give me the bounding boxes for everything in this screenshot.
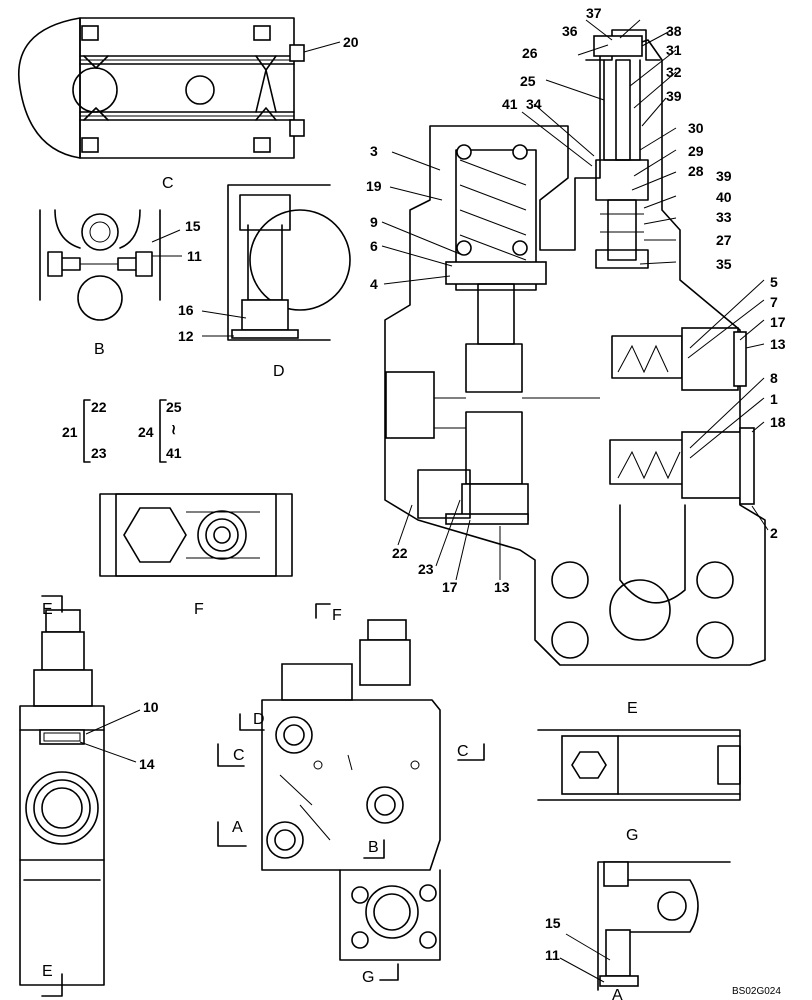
- section-e-leaders: [381, 19, 769, 581]
- callout-22-section: 22: [392, 545, 408, 561]
- callout-22: 22: [91, 399, 107, 415]
- callout-17: 17: [770, 314, 786, 330]
- callout-40: 40: [716, 189, 732, 205]
- view-label-a: A: [612, 987, 623, 1000]
- callout-29: 29: [688, 143, 704, 159]
- view-label-f: F: [194, 601, 204, 618]
- callout-11-view-a: 11: [545, 947, 560, 963]
- range-separator: ≀: [171, 421, 176, 437]
- callout-1: 1: [770, 391, 778, 407]
- callout-15: 15: [185, 218, 201, 234]
- view-label-e: E: [627, 700, 638, 717]
- cut-label-g: G: [362, 969, 374, 986]
- callout-11: 11: [187, 248, 202, 264]
- callout-17-section: 17: [442, 579, 458, 595]
- cut-label-f: F: [332, 607, 342, 624]
- callout-8: 8: [770, 370, 778, 386]
- cut-label-d: D: [253, 711, 265, 728]
- callout-14: 14: [139, 756, 155, 772]
- cut-label-b: B: [368, 839, 379, 856]
- callout-6: 6: [370, 238, 378, 254]
- view-a-drawing: [559, 861, 731, 991]
- callout-41-section: 41: [502, 96, 518, 112]
- callout-13-section: 13: [494, 579, 510, 595]
- drawing-code: BS02G024: [732, 986, 781, 997]
- callout-7: 7: [770, 294, 778, 310]
- callout-28: 28: [688, 163, 704, 179]
- callout-5: 5: [770, 274, 778, 290]
- callout-21: 21: [62, 424, 78, 440]
- cut-label-c-right: C: [457, 743, 469, 760]
- view-letters: C B D F E G A E E F D C C A B G: [42, 175, 638, 1000]
- callout-35: 35: [716, 256, 732, 272]
- callout-12: 12: [178, 328, 194, 344]
- main-body-drawing: [261, 619, 441, 961]
- callout-13: 13: [770, 336, 786, 352]
- callout-20: 20: [343, 34, 359, 50]
- callout-39-lower: 39: [716, 168, 732, 184]
- view-f-drawing: [99, 493, 293, 577]
- callout-16: 16: [178, 302, 194, 318]
- callout-25: 25: [166, 399, 182, 415]
- cut-label-e-bottom: E: [42, 963, 53, 980]
- callout-32: 32: [666, 64, 682, 80]
- callout-33: 33: [716, 209, 732, 225]
- cut-label-a: A: [232, 819, 243, 836]
- view-label-c: C: [162, 175, 174, 192]
- view-label-b: B: [94, 341, 105, 358]
- callout-34: 34: [526, 96, 542, 112]
- callout-26: 26: [522, 45, 538, 61]
- callout-25-section: 25: [520, 73, 536, 89]
- view-b-drawing: [39, 209, 182, 321]
- view-label-g: G: [626, 827, 638, 844]
- view-label-d: D: [273, 363, 285, 380]
- callout-41: 41: [166, 445, 182, 461]
- callout-10: 10: [143, 699, 159, 715]
- callout-31: 31: [666, 42, 682, 58]
- group-brackets: [83, 399, 167, 463]
- callout-30: 30: [688, 120, 704, 136]
- callout-37: 37: [586, 5, 602, 21]
- callout-4: 4: [370, 276, 378, 292]
- cut-plane-markers: [41, 595, 485, 997]
- callout-labels: 20 15 11 16 12 22 21 23 25 ≀ 24 41 10 14…: [62, 5, 786, 963]
- callout-2: 2: [770, 525, 778, 541]
- view-g-drawing: [537, 729, 741, 801]
- callout-18: 18: [770, 414, 786, 430]
- view-e-left-drawing: [19, 609, 141, 986]
- callout-24: 24: [138, 424, 154, 440]
- callout-19: 19: [366, 178, 382, 194]
- cut-label-e-top: E: [42, 601, 53, 618]
- callout-38: 38: [666, 23, 682, 39]
- callout-23-section: 23: [418, 561, 434, 577]
- callout-27: 27: [716, 232, 732, 248]
- callout-23: 23: [91, 445, 107, 461]
- view-c-drawing: [18, 17, 341, 159]
- callout-15-view-a: 15: [545, 915, 561, 931]
- callout-36: 36: [562, 23, 578, 39]
- callout-39: 39: [666, 88, 682, 104]
- section-e-drawing: [384, 29, 766, 666]
- view-d-drawing: [201, 184, 351, 341]
- callout-9: 9: [370, 214, 378, 230]
- callout-3: 3: [370, 143, 378, 159]
- cut-label-c-left: C: [233, 747, 245, 764]
